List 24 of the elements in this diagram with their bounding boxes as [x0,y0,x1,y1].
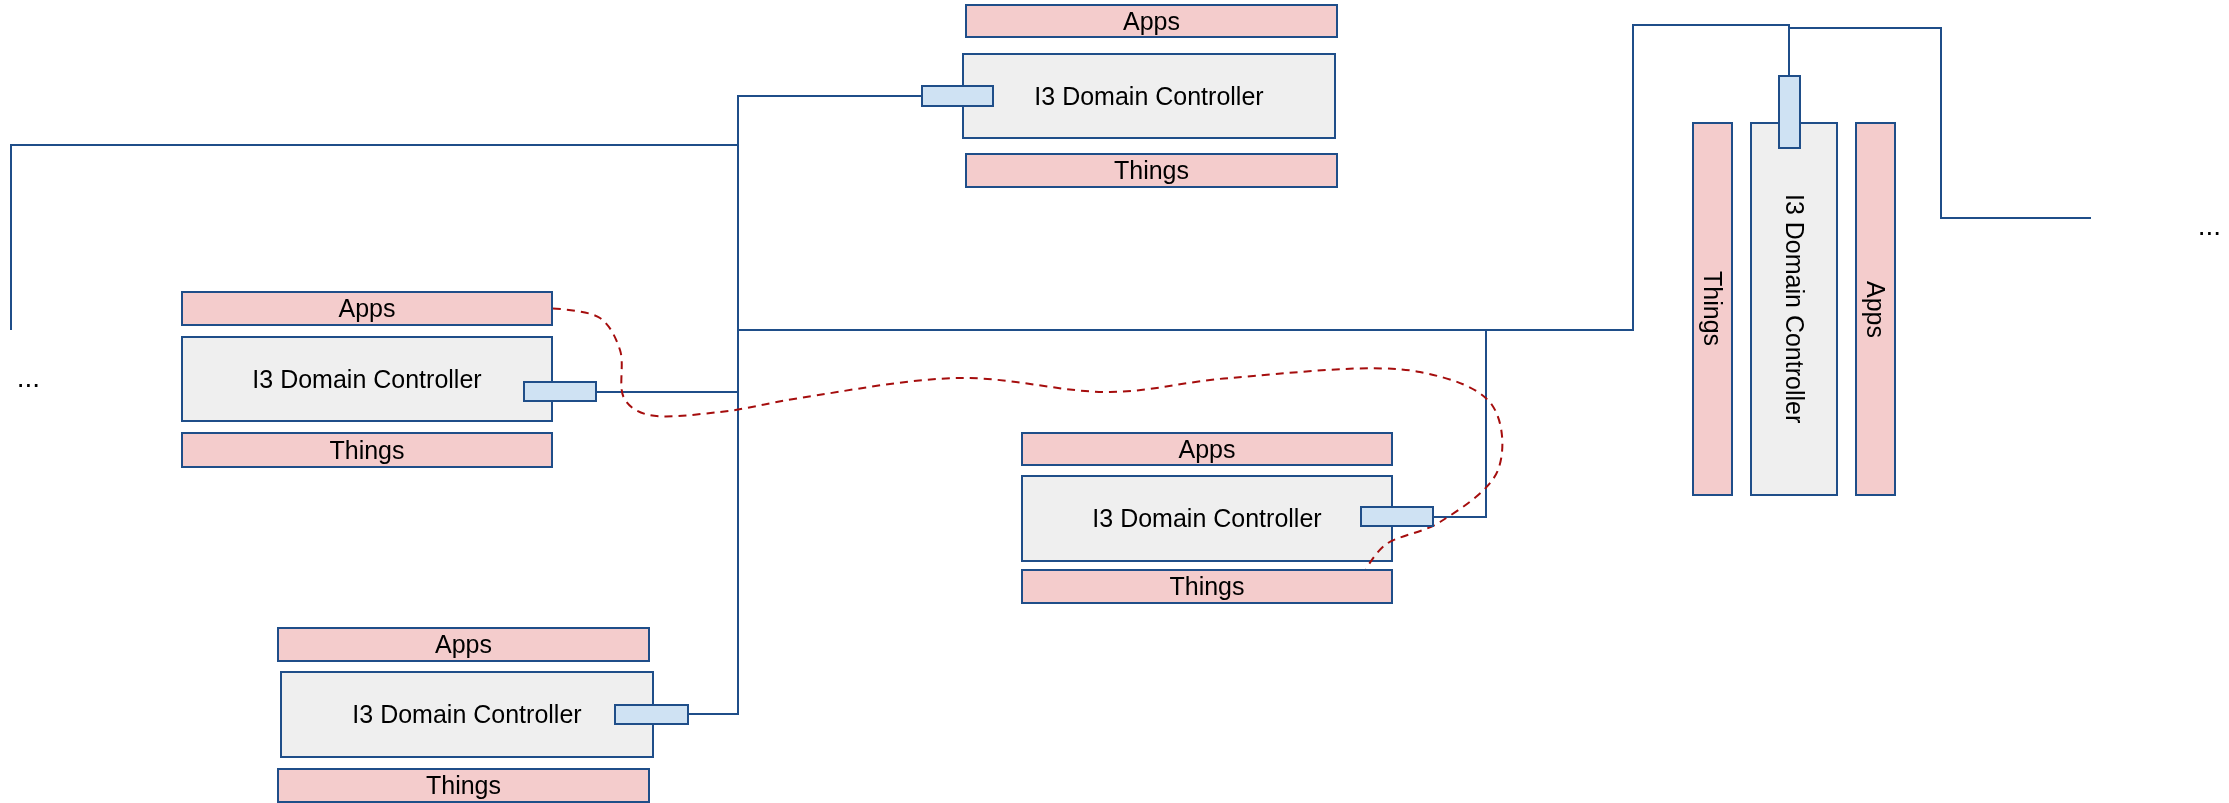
layer-bar: Things [277,768,650,803]
ellipsis-text: ... [2091,190,2221,240]
controller-box: I3 Domain Controller [1021,475,1393,562]
controller-box: I3 Domain Controller [1750,122,1838,496]
connector-line [1788,27,2092,219]
layer-bar: Things [1692,122,1733,496]
layer-bar: Apps [181,291,553,326]
port-box [1360,506,1434,527]
layer-bar: Things [1021,569,1393,604]
connector-line [688,95,922,715]
ellipsis-text: ... [0,330,40,392]
controller-box: I3 Domain Controller [962,53,1336,139]
port-box [1778,75,1801,149]
port-box [523,381,597,402]
layer-bar: Apps [1021,432,1393,466]
layer-bar: Apps [965,4,1338,38]
port-box [614,704,689,725]
layer-bar: Things [181,432,553,468]
controller-box: I3 Domain Controller [181,336,553,422]
layer-bar: Apps [1855,122,1896,496]
port-box [921,85,994,107]
controller-box: I3 Domain Controller [280,671,654,758]
layer-bar: Apps [277,627,650,662]
layer-bar: Things [965,153,1338,188]
